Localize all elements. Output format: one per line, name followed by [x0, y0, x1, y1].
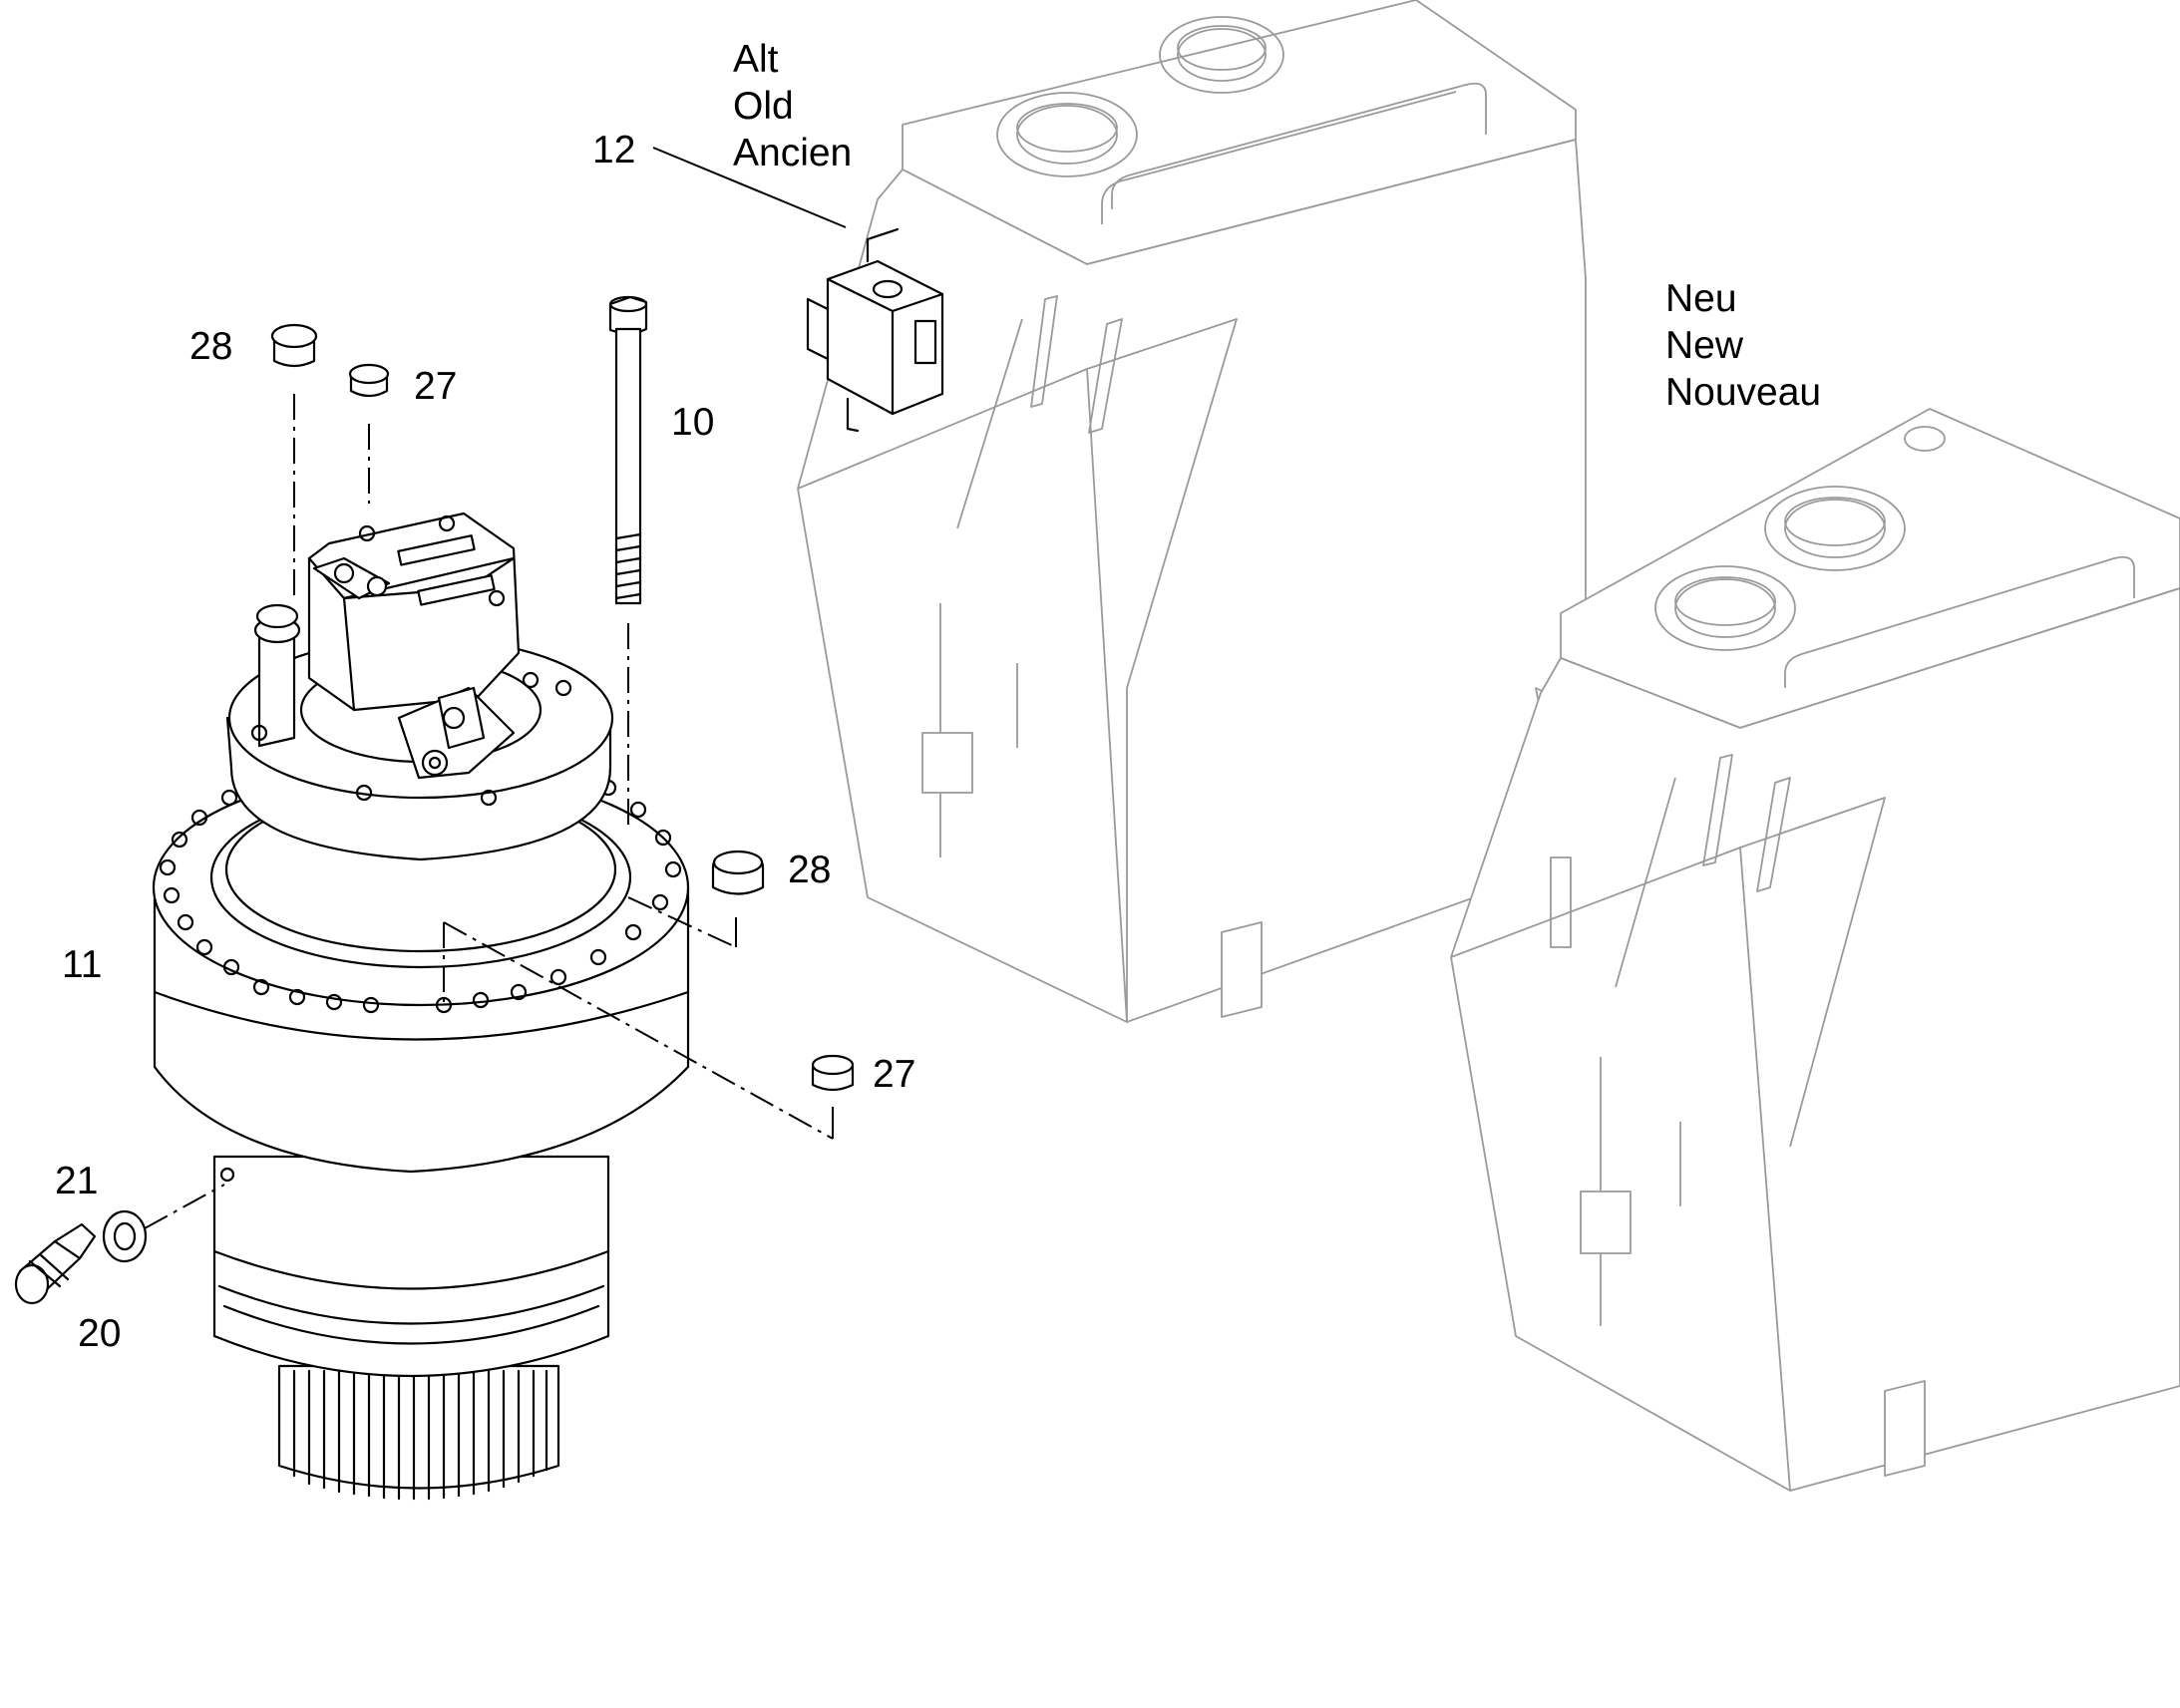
- callout-20: 20: [78, 1312, 121, 1355]
- callout-27-right: 27: [873, 1053, 915, 1096]
- part-12-valve-block: [806, 227, 944, 433]
- tank-new: [1450, 408, 2180, 1492]
- version-new-en: New: [1665, 324, 1744, 367]
- part-27-plug-right: [811, 1054, 855, 1092]
- version-label-new: Neu New Nouveau: [1665, 277, 1821, 414]
- part-27-plug-top: [348, 363, 390, 398]
- callout-11: 11: [62, 943, 103, 986]
- callout-labels: 12 28 27 10 28 11 27 21 20: [55, 129, 915, 1355]
- leader-lines: [144, 147, 847, 1229]
- callout-12: 12: [592, 129, 635, 171]
- callout-27-top: 27: [414, 365, 457, 408]
- version-old-de: Alt: [733, 38, 779, 81]
- version-new-fr: Nouveau: [1665, 371, 1821, 414]
- tank-old: [797, 0, 1587, 1023]
- callout-28-top: 28: [189, 325, 232, 368]
- part-28-plug-right: [711, 850, 765, 895]
- callout-10: 10: [671, 401, 714, 444]
- version-new-de: Neu: [1665, 277, 1737, 320]
- callout-28-right: 28: [788, 849, 831, 891]
- flange-bolts: [159, 779, 682, 1014]
- spline-teeth: [292, 1369, 548, 1501]
- part-21-washer: [102, 1209, 148, 1263]
- callout-21: 21: [55, 1160, 98, 1202]
- part-28-plug-top: [270, 323, 318, 368]
- version-old-fr: Ancien: [733, 132, 852, 174]
- part-11-drive-unit: [152, 512, 690, 1501]
- part-10-bolt: [608, 295, 648, 605]
- version-label-old: Alt Old Ancien: [733, 38, 852, 174]
- part-20-fitting: [14, 1222, 97, 1305]
- version-old-en: Old: [733, 85, 794, 128]
